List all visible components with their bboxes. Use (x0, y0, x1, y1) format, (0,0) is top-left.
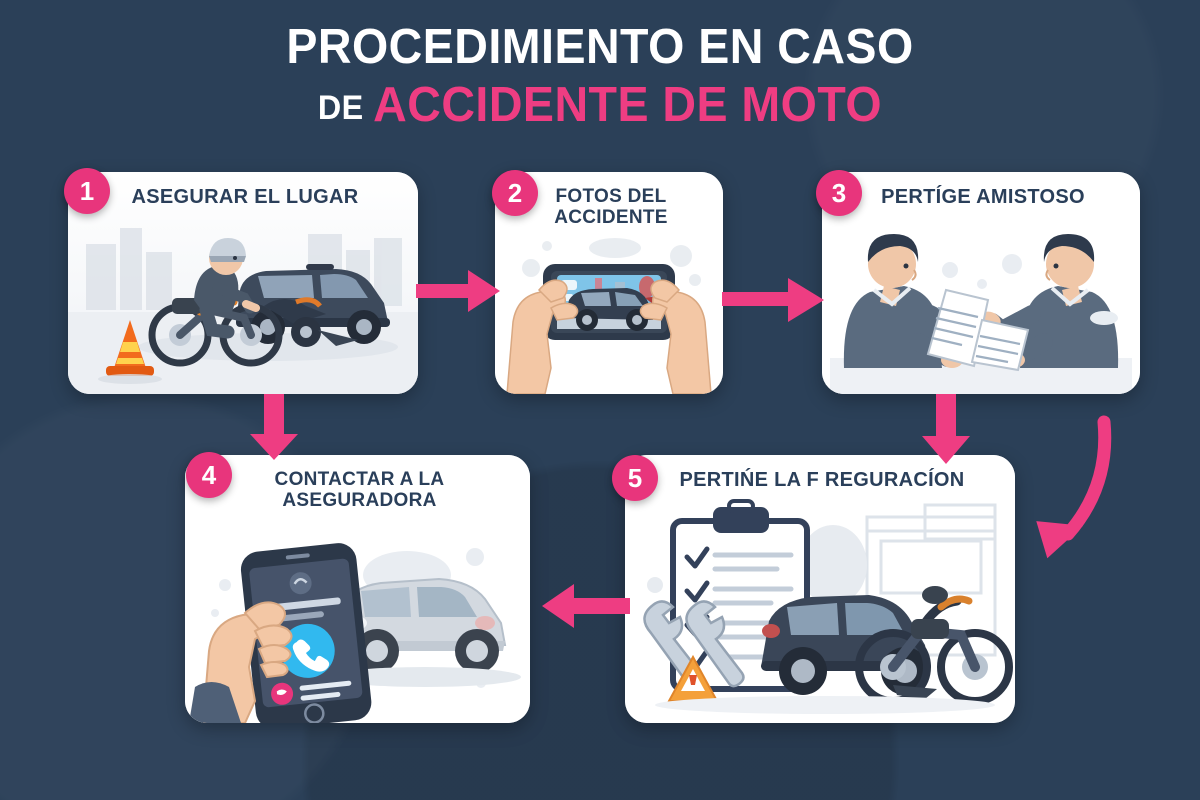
title-line-2: DE ACCIDENTE DE MOTO (30, 78, 1170, 133)
arrow-step1-to-step2 (416, 262, 502, 320)
step-badge-5: 5 (612, 455, 658, 501)
arrow-step3-curve-to-step5 (1020, 415, 1160, 576)
step-3-illustration (822, 172, 1140, 394)
step-4-illustration (185, 455, 530, 723)
arrow-step1-to-step4 (246, 394, 302, 462)
step-1-illustration (68, 172, 418, 394)
step-badge-3: 3 (816, 170, 862, 216)
step-card-1[interactable]: ASEGURAR EL LUGAR (68, 172, 418, 394)
step-card-3[interactable]: PERTÍGE AMISTOSO (822, 172, 1140, 394)
step-card-2[interactable]: FOTOS DEL ACCIDENTE (495, 172, 723, 394)
step-card-4[interactable]: CONTACTAR A LA ASEGURADORA (185, 455, 530, 723)
title-line-1: PROCEDIMIENTO EN CASO (286, 20, 914, 74)
step-2-illustration (495, 172, 723, 394)
step-badge-4: 4 (186, 452, 232, 498)
title-line-2-highlight: ACCIDENTE DE MOTO (373, 77, 883, 132)
step-card-5[interactable]: PERTIŃE LA F REGURACÍON (625, 455, 1015, 723)
arrow-step5-to-step4 (540, 580, 632, 632)
step-badge-1: 1 (64, 168, 110, 214)
poster-title: PROCEDIMIENTO EN CASO DE ACCIDENTE DE MO… (0, 20, 1200, 133)
step-5-illustration (625, 455, 1015, 723)
step-badge-2: 2 (492, 170, 538, 216)
arrow-step3-to-step5 (918, 394, 974, 466)
title-line-2-prefix: DE (317, 88, 374, 127)
arrow-step2-to-step3 (722, 272, 826, 328)
